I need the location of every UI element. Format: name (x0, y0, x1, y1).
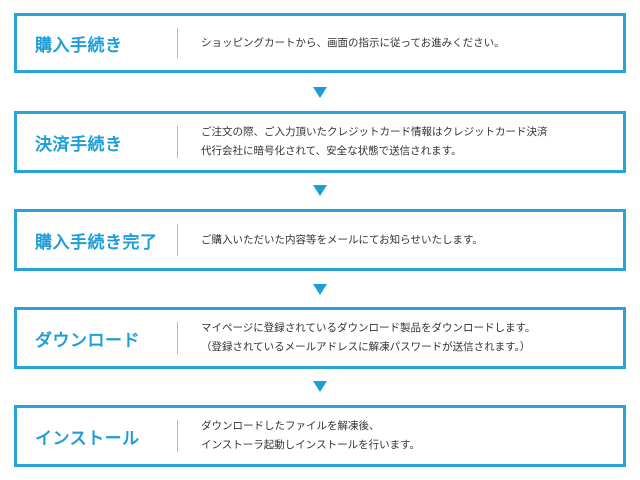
step-description: マイページに登録されているダウンロード製品をダウンロードします。 （登録されてい… (201, 310, 609, 366)
divider (177, 224, 178, 256)
description-line: （登録されているメールアドレスに解凍パスワードが送信されます。） (201, 341, 531, 353)
step-download: ダウンロード マイページに登録されているダウンロード製品をダウンロードします。 … (14, 307, 626, 369)
step-title: インストール (35, 428, 140, 449)
triangle-down-icon (313, 87, 327, 98)
step-title: 購入手続き完了 (35, 232, 158, 253)
description-line: ショッピングカートから、画面の指示に従ってお進みください。 (201, 36, 505, 49)
description-line: インストーラ起動しインストールを行います。 (201, 439, 421, 451)
step-description: ご注文の際、ご入力頂いたクレジットカード情報はクレジットカード決済 代行会社に暗… (201, 114, 609, 170)
description-line: ダウンロードしたファイルを解凍後、 (201, 420, 380, 432)
divider (177, 126, 178, 158)
divider (177, 322, 178, 354)
step-description: ショッピングカートから、画面の指示に従ってお進みください。 (201, 16, 609, 70)
triangle-down-icon (313, 381, 327, 392)
step-description: ご購入いただいた内容等をメールにてお知らせいたします。 (201, 212, 609, 268)
step-complete: 購入手続き完了 ご購入いただいた内容等をメールにてお知らせいたします。 (14, 209, 626, 271)
step-description: ダウンロードしたファイルを解凍後、 インストーラ起動しインストールを行います。 (201, 408, 609, 464)
step-payment: 決済手続き ご注文の際、ご入力頂いたクレジットカード情報はクレジットカード決済 … (14, 111, 626, 173)
divider (177, 420, 178, 452)
description-line: ご注文の際、ご入力頂いたクレジットカード情報はクレジットカード決済 (201, 126, 548, 138)
description-line: マイページに登録されているダウンロード製品をダウンロードします。 (201, 322, 536, 334)
step-install: インストール ダウンロードしたファイルを解凍後、 インストーラ起動しインストール… (14, 405, 626, 467)
step-title: 決済手続き (35, 134, 123, 155)
divider (177, 28, 178, 58)
triangle-down-icon (313, 185, 327, 196)
step-title: 購入手続き (35, 35, 123, 56)
description-line: 代行会社に暗号化されて、安全な状態で送信されます。 (201, 145, 462, 157)
step-purchase: 購入手続き ショッピングカートから、画面の指示に従ってお進みください。 (14, 13, 626, 73)
triangle-down-icon (313, 284, 327, 295)
description-line: ご購入いただいた内容等をメールにてお知らせいたします。 (201, 233, 483, 246)
step-title: ダウンロード (35, 330, 140, 351)
